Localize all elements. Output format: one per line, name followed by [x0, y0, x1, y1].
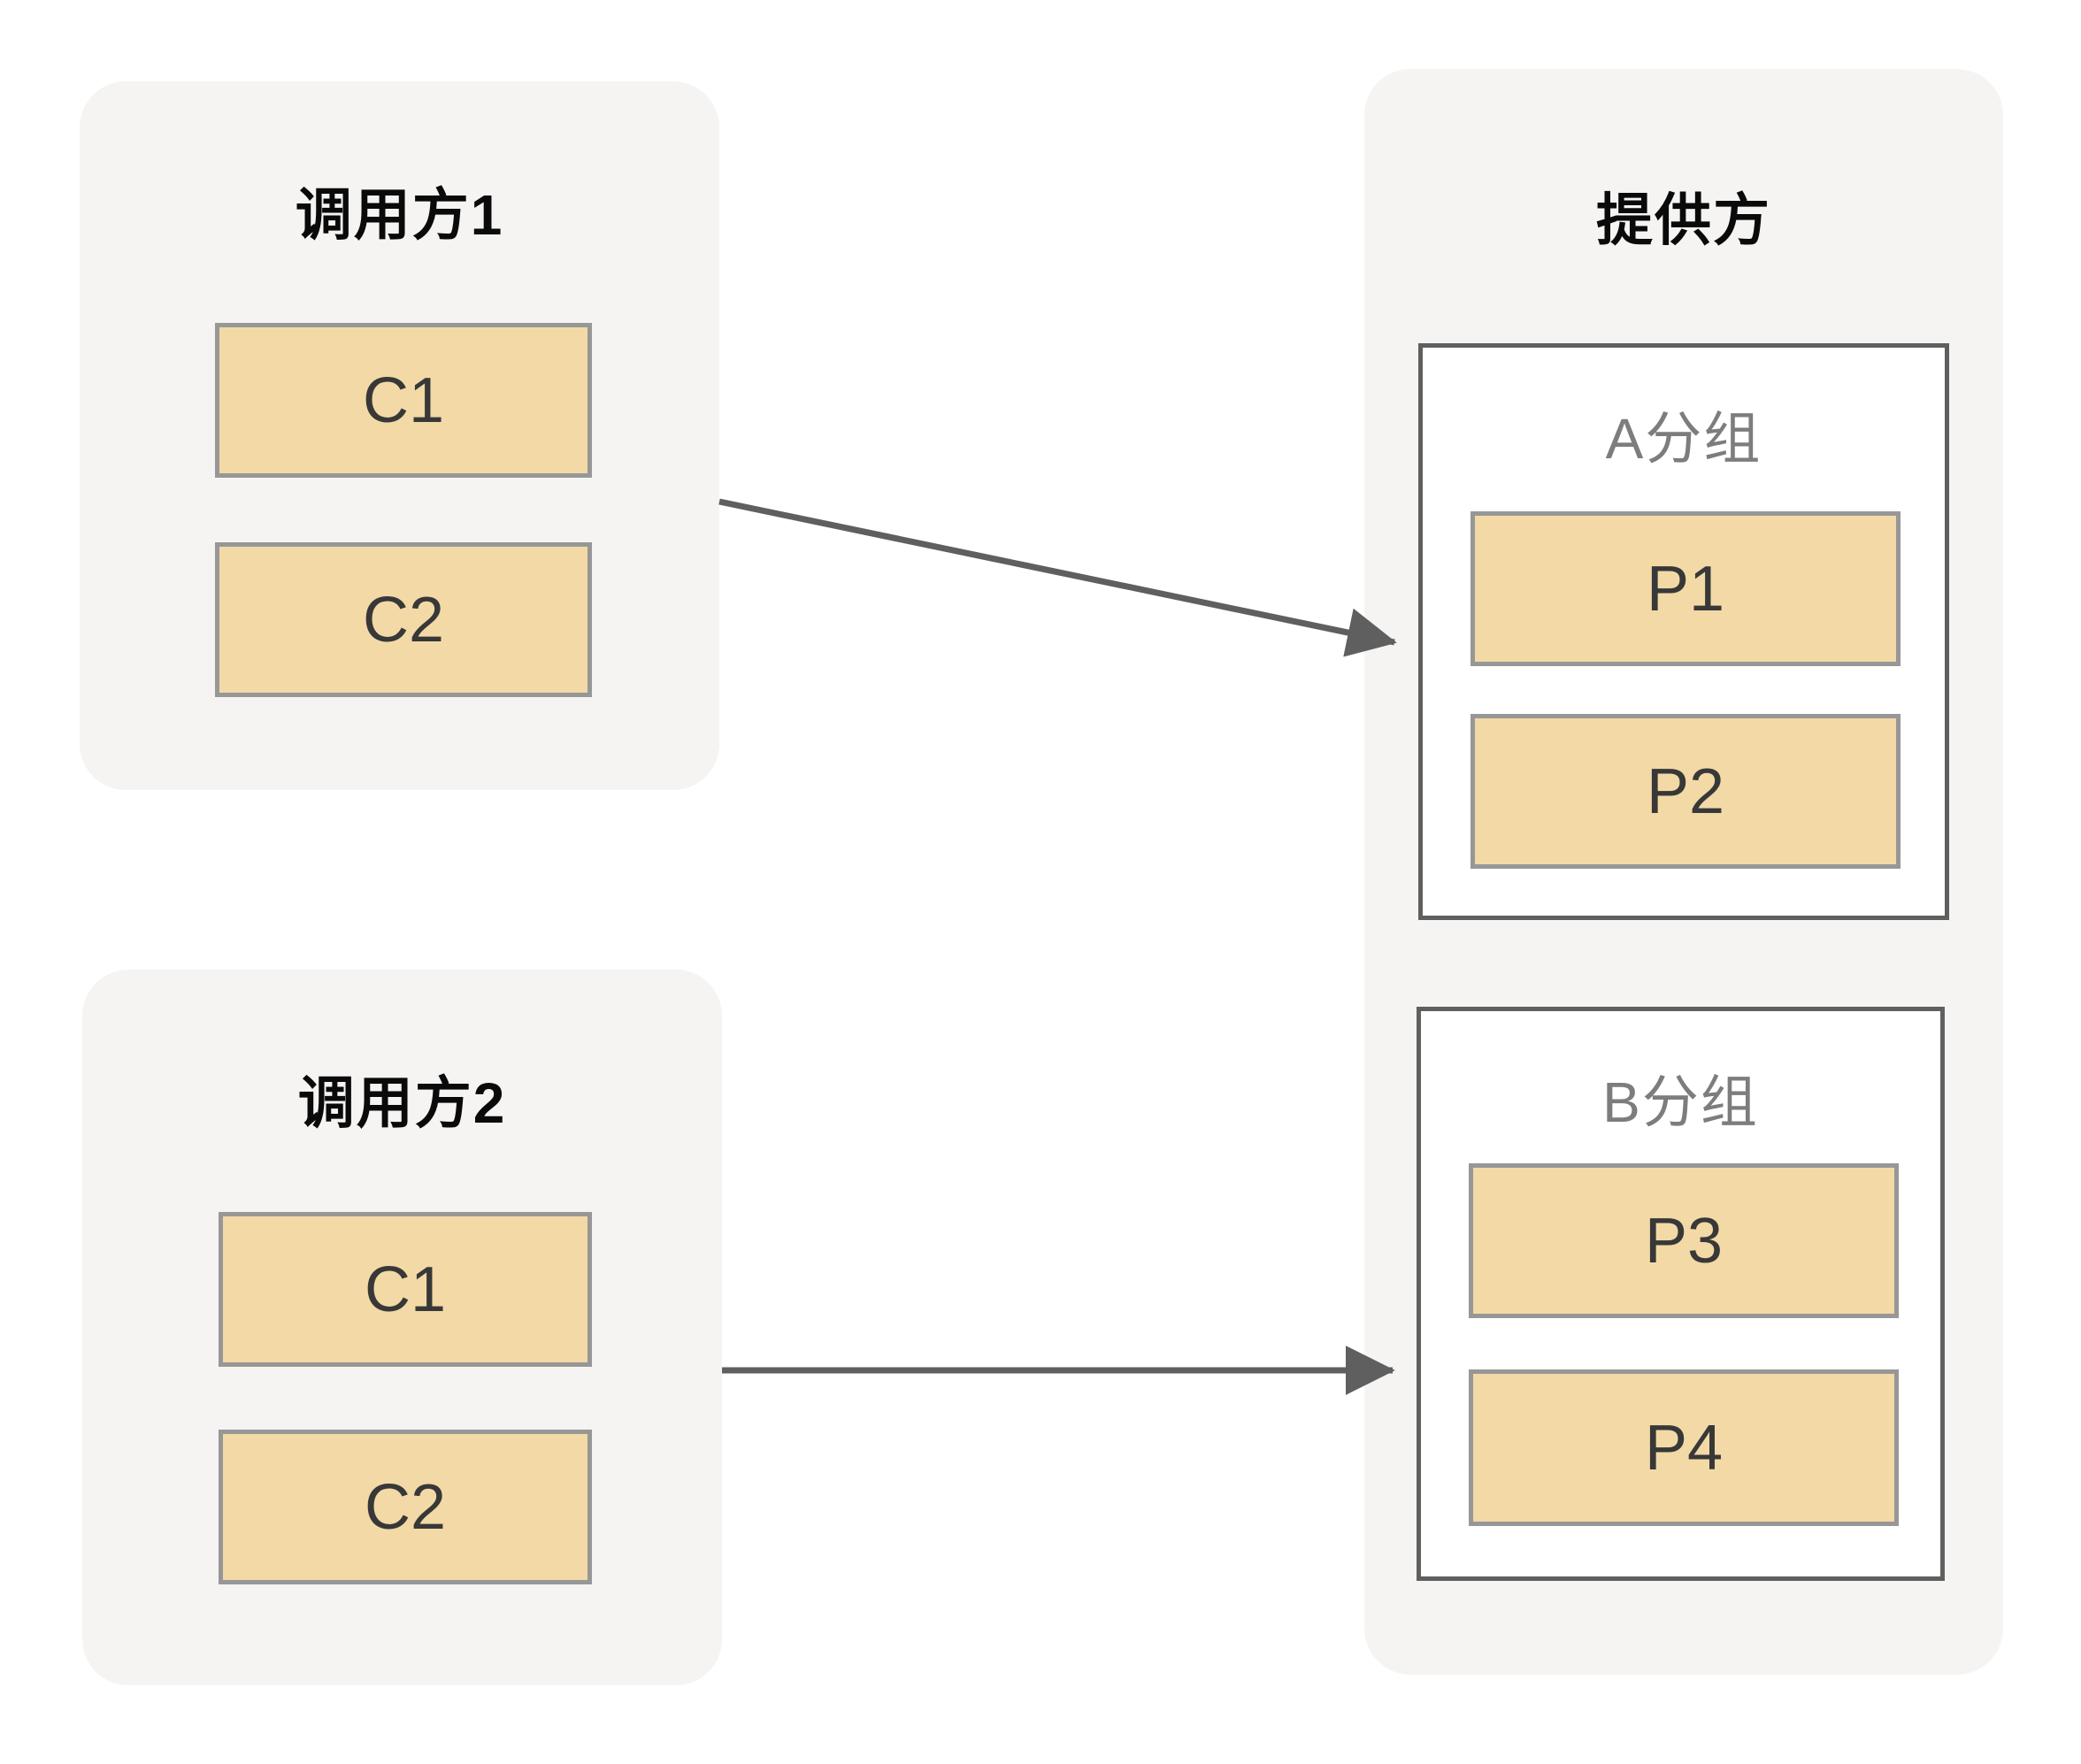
caller-1-title: 调用方1 [295, 183, 504, 247]
provider-node-p3: P3 [1469, 1163, 1899, 1318]
caller-2-node-c2: C2 [219, 1430, 592, 1584]
provider-node-p1: P1 [1471, 511, 1901, 666]
provider-node-p2: P2 [1471, 714, 1901, 869]
provider-node-p4-label: P4 [1644, 1412, 1724, 1484]
caller-2-node-c2-label: C2 [364, 1471, 447, 1543]
provider-node-p2-label: P2 [1646, 755, 1725, 827]
provider-node-p1-label: P1 [1646, 553, 1725, 625]
caller-2-node-c1: C1 [219, 1212, 592, 1367]
provider-node-p3-label: P3 [1644, 1205, 1724, 1277]
caller-1-node-c1-label: C1 [362, 364, 445, 436]
arrow-caller1-to-group-a [718, 498, 1397, 657]
group-b-title: B分组 [1602, 1070, 1759, 1134]
provider-node-p4: P4 [1469, 1369, 1899, 1526]
caller-1-node-c2: C2 [215, 542, 592, 697]
caller-1-node-c1: C1 [215, 323, 592, 478]
group-a-title: A分组 [1605, 407, 1762, 471]
provider-title: 提供方 [1596, 188, 1771, 252]
caller-2-title: 调用方2 [297, 1071, 507, 1135]
caller-1-node-c2-label: C2 [362, 584, 445, 656]
caller-2-node-c1-label: C1 [364, 1254, 447, 1325]
